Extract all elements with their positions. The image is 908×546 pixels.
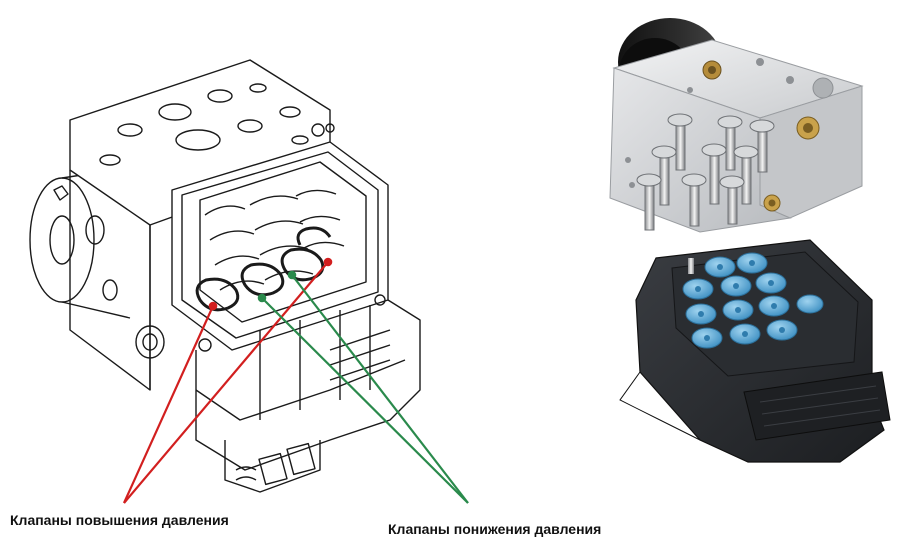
decrease-valves-leader <box>257 270 469 504</box>
abs-hydraulic-unit-line-drawing <box>29 59 421 493</box>
increase-valves-label: Клапаны повышения давления <box>10 512 229 528</box>
abs-control-unit-photo <box>619 239 891 463</box>
decrease-valves-label: Клапаны понижения давления <box>388 521 602 537</box>
abs-valve-block-photo <box>609 18 864 233</box>
increase-valves-leader <box>122 257 333 504</box>
